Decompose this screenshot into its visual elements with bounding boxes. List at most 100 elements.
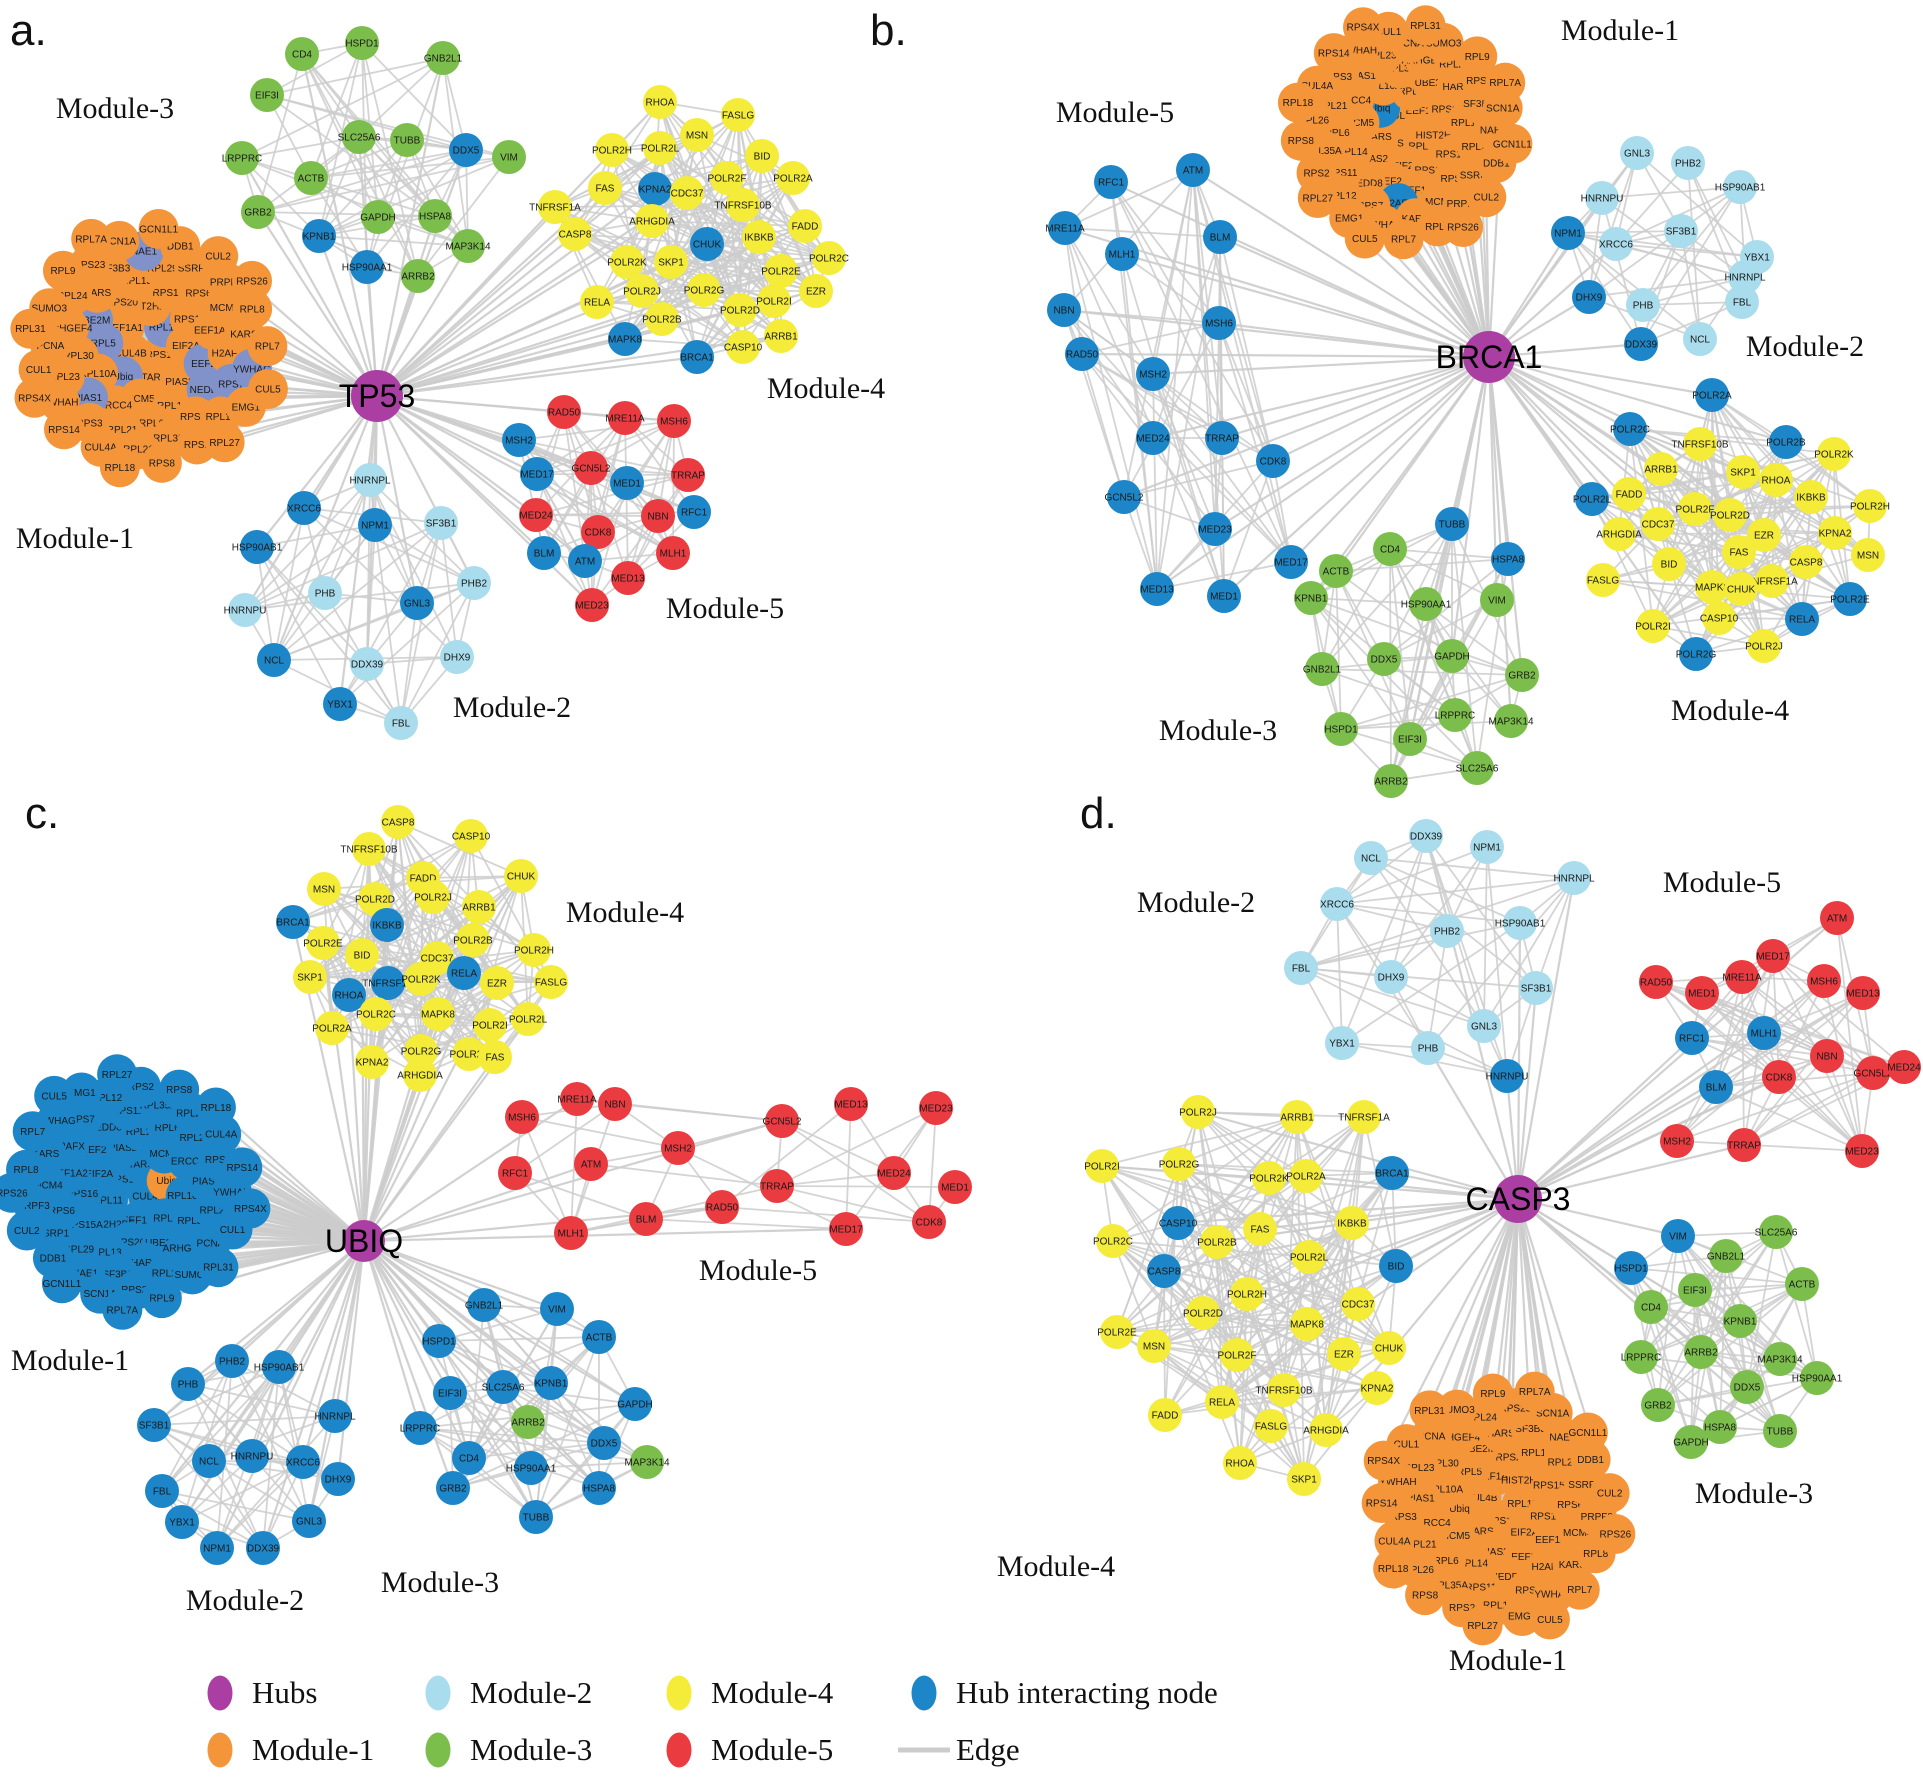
node-MED13[interactable]: MED13 — [1140, 572, 1174, 606]
node-FAS[interactable]: FAS — [478, 1040, 512, 1074]
node-RPL31[interactable]: RPL31 — [1406, 5, 1446, 45]
node-GRB2[interactable]: GRB2 — [436, 1471, 470, 1505]
node-GCN5L2[interactable]: GCN5L2 — [763, 1104, 802, 1138]
node-GAPDH[interactable]: GAPDH — [617, 1387, 653, 1421]
node-MED13[interactable]: MED13 — [611, 561, 645, 595]
node-DHX9[interactable]: DHX9 — [1572, 280, 1606, 314]
node-FAS[interactable]: FAS — [1722, 535, 1756, 569]
node-RELA[interactable]: RELA — [580, 285, 614, 319]
node-RHOA[interactable]: RHOA — [1759, 463, 1793, 497]
node-PHB2[interactable]: PHB2 — [457, 566, 491, 600]
node-ARRB1[interactable]: ARRB1 — [764, 319, 798, 353]
node-NBN[interactable]: NBN — [1047, 293, 1081, 327]
node-RPS4X[interactable]: RPS4X — [230, 1188, 270, 1228]
node-BLM[interactable]: BLM — [1203, 220, 1237, 254]
node-DDX5[interactable]: DDX5 — [587, 1426, 621, 1460]
node-MSH6[interactable]: MSH6 — [1202, 306, 1236, 340]
node-GNB2L1[interactable]: GNB2L1 — [1303, 652, 1342, 686]
node-RPS8[interactable]: RPS8 — [1281, 121, 1321, 161]
node-CUL2[interactable]: CUL2 — [7, 1210, 47, 1250]
node-RPL9[interactable]: RPL9 — [142, 1278, 182, 1318]
node-BLM[interactable]: BLM — [629, 1202, 663, 1236]
node-PHB2[interactable]: PHB2 — [1671, 146, 1705, 180]
node-IKBKB[interactable]: IKBKB — [742, 220, 776, 254]
node-RPL7[interactable]: RPL7 — [13, 1111, 53, 1151]
node-MED1[interactable]: MED1 — [610, 466, 644, 500]
node-SF3B1[interactable]: SF3B1 — [1664, 214, 1698, 248]
node-ATM[interactable]: ATM — [1176, 153, 1210, 187]
node-NPM1[interactable]: NPM1 — [1551, 216, 1585, 250]
node-TUBB[interactable]: TUBB — [519, 1500, 553, 1534]
node-CDK8[interactable]: CDK8 — [581, 515, 615, 549]
node-CUL5[interactable]: CUL5 — [34, 1076, 74, 1116]
node-PHB2[interactable]: PHB2 — [215, 1344, 249, 1378]
node-GRB2[interactable]: GRB2 — [241, 195, 275, 229]
node-MAP3K14[interactable]: MAP3K14 — [1488, 704, 1533, 738]
node-CUL5[interactable]: CUL5 — [1345, 219, 1385, 259]
node-CASP10[interactable]: CASP10 — [724, 330, 763, 364]
node-RPS14[interactable]: RPS14 — [44, 409, 84, 449]
node-EIF3I[interactable]: EIF3I — [433, 1376, 467, 1410]
node-MED24[interactable]: MED24 — [1136, 421, 1170, 455]
node-RPS8[interactable]: RPS8 — [142, 443, 182, 483]
node-CHUK[interactable]: CHUK — [504, 859, 538, 893]
node-XRCC6[interactable]: XRCC6 — [286, 1445, 320, 1479]
node-SKP1[interactable]: SKP1 — [293, 960, 327, 994]
node-CD4[interactable]: CD4 — [452, 1441, 486, 1475]
node-GNB2L1[interactable]: GNB2L1 — [465, 1288, 504, 1322]
node-MED1[interactable]: MED1 — [1207, 579, 1241, 613]
node-POLR2E[interactable]: POLR2E — [1830, 582, 1870, 616]
node-KPNA2[interactable]: KPNA2 — [1818, 516, 1852, 550]
node-RPL27[interactable]: RPL27 — [1298, 178, 1338, 218]
node-ARRB2[interactable]: ARRB2 — [511, 1405, 545, 1439]
node-GRB2[interactable]: GRB2 — [1505, 658, 1539, 692]
node-RPS4X[interactable]: RPS4X — [14, 378, 54, 418]
node-BLM[interactable]: BLM — [527, 536, 561, 570]
node-HNRNPU[interactable]: HNRNPU — [224, 593, 267, 627]
node-RPS26[interactable]: RPS26 — [232, 261, 272, 301]
node-RPL7A[interactable]: RPL7A — [1485, 63, 1525, 103]
node-HSPA8[interactable]: HSPA8 — [1491, 542, 1525, 576]
node-RPL31[interactable]: RPL31 — [10, 309, 50, 349]
node-MED23[interactable]: MED23 — [575, 588, 609, 622]
node-NPM1[interactable]: NPM1 — [200, 1531, 234, 1565]
node-RPL27[interactable]: RPL27 — [97, 1054, 137, 1094]
node-EZR[interactable]: EZR — [799, 274, 833, 308]
node-CD4[interactable]: CD4 — [1373, 532, 1407, 566]
node-BID[interactable]: BID — [745, 139, 779, 173]
node-ACTB[interactable]: ACTB — [1319, 554, 1353, 588]
node-MED17[interactable]: MED17 — [1274, 545, 1308, 579]
node-CASP8[interactable]: CASP8 — [381, 805, 415, 839]
node-PHB[interactable]: PHB — [308, 576, 342, 610]
node-FBL[interactable]: FBL — [145, 1474, 179, 1508]
node-RPL31[interactable]: RPL31 — [198, 1247, 238, 1287]
node-FBL[interactable]: FBL — [1725, 285, 1759, 319]
node-HSPA8[interactable]: HSPA8 — [582, 1471, 616, 1505]
node-SLC25A6[interactable]: SLC25A6 — [1456, 751, 1499, 785]
node-TRRAP[interactable]: TRRAP — [671, 458, 705, 492]
node-ARRB1[interactable]: ARRB1 — [1644, 452, 1678, 486]
node-CASP8[interactable]: CASP8 — [558, 217, 592, 251]
node-CDK8[interactable]: CDK8 — [912, 1205, 946, 1239]
node-FADD[interactable]: FADD — [788, 209, 822, 243]
node-MSN[interactable]: MSN — [307, 872, 341, 906]
node-RPS14[interactable]: RPS14 — [222, 1147, 262, 1187]
node-MED23[interactable]: MED23 — [919, 1091, 953, 1125]
node-NCL[interactable]: NCL — [192, 1444, 226, 1478]
hub-UBIQ[interactable]: UBIQ — [325, 1220, 403, 1262]
node-SKP1[interactable]: SKP1 — [1726, 455, 1760, 489]
node-RPS4X[interactable]: RPS4X — [1343, 7, 1383, 47]
node-DDX39[interactable]: DDX39 — [1624, 327, 1658, 361]
node-HNRNPL[interactable]: HNRNPL — [314, 1399, 356, 1433]
node-DHX9[interactable]: DHX9 — [321, 1462, 355, 1496]
node-CDC37[interactable]: CDC37 — [670, 176, 704, 210]
node-EZR[interactable]: EZR — [480, 966, 514, 1000]
node-NCL[interactable]: NCL — [257, 643, 291, 677]
node-MED13[interactable]: MED13 — [834, 1087, 868, 1121]
node-POLR2E[interactable]: POLR2E — [303, 926, 343, 960]
node-FASLG[interactable]: FASLG — [1586, 563, 1620, 597]
node-RPL9[interactable]: RPL9 — [43, 251, 83, 291]
node-BID[interactable]: BID — [1652, 547, 1686, 581]
node-RPL7A[interactable]: RPL7A — [102, 1290, 142, 1330]
node-RFC1[interactable]: RFC1 — [1094, 165, 1128, 199]
